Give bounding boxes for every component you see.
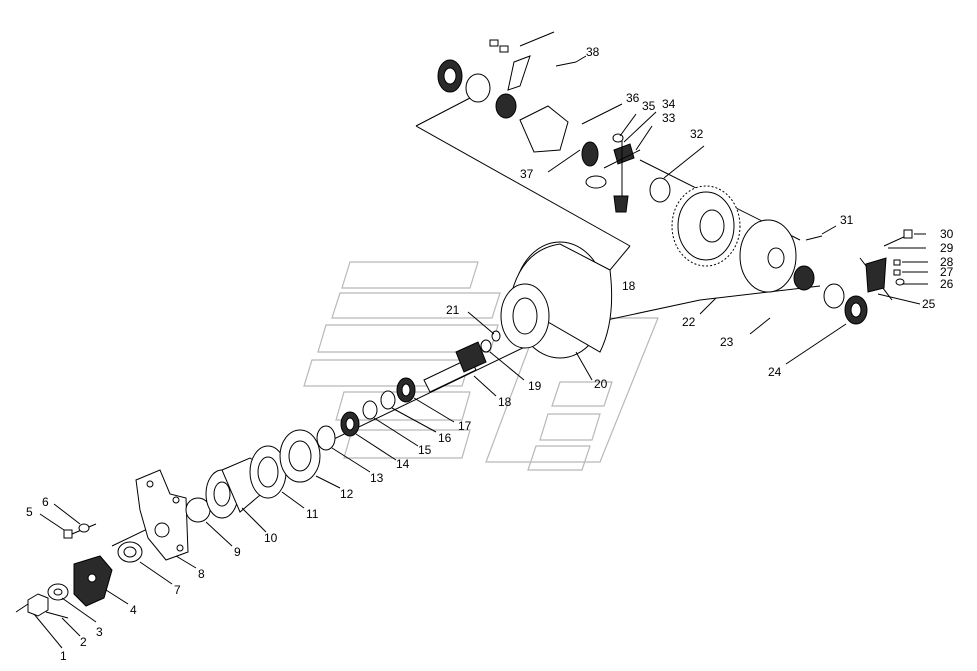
part-36-bolt <box>581 117 595 125</box>
part-16-ring <box>380 390 396 410</box>
callout-15: 15 <box>418 443 432 457</box>
callout-31: 31 <box>840 213 854 227</box>
callout-10: 10 <box>264 531 278 545</box>
callout-37: 37 <box>520 167 534 181</box>
callout-27: 27 <box>940 265 954 279</box>
part-15-spacer <box>362 400 378 420</box>
callout-6: 6 <box>42 495 49 509</box>
callout-14: 14 <box>396 457 410 471</box>
callout-2: 2 <box>80 635 87 649</box>
callout-7: 7 <box>174 583 181 597</box>
part-32-side-gear <box>649 177 671 203</box>
part-23-case <box>739 219 815 293</box>
callout-30: 30 <box>940 227 954 241</box>
callout-19: 19 <box>528 379 542 393</box>
part-14-bearing <box>340 411 360 437</box>
part-21-nut <box>491 330 501 342</box>
part-25-cap <box>865 257 887 293</box>
callout-23: 23 <box>720 335 734 349</box>
part-17-bearing <box>396 377 416 403</box>
part-27-lock <box>893 269 901 276</box>
callout-29: 29 <box>940 241 954 255</box>
part-28-pin <box>893 259 901 266</box>
part-1-nut <box>15 593 49 617</box>
callout-24: 24 <box>768 365 782 379</box>
callout-38: 38 <box>586 45 600 59</box>
callout-4: 4 <box>130 603 137 617</box>
part-20-carrier <box>500 241 613 359</box>
callout-35: 35 <box>642 99 656 113</box>
top-bearing-cap <box>437 31 555 119</box>
callout-12: 12 <box>340 487 354 501</box>
part-37-half-case <box>519 105 629 213</box>
callout-1: 1 <box>60 649 67 663</box>
callout-5: 5 <box>26 505 33 519</box>
callout-11: 11 <box>306 507 319 521</box>
callout-13: 13 <box>370 471 384 485</box>
part-2-pin <box>45 611 69 619</box>
callout-21: 21 <box>446 303 460 317</box>
callout-18-pinion: 18 <box>498 395 512 409</box>
callout-26: 26 <box>940 277 954 291</box>
callout-22: 22 <box>682 315 696 329</box>
part-19-washer <box>480 339 492 353</box>
callout-32: 32 <box>690 127 704 141</box>
part-35-washer <box>612 133 624 143</box>
leader-lines <box>33 55 928 649</box>
callout-labels: 1 2 3 4 5 6 7 8 9 10 11 12 13 14 15 16 1… <box>26 45 954 663</box>
callout-33: 33 <box>662 111 676 125</box>
callout-28: 28 <box>940 255 954 269</box>
part-8-bracket <box>135 469 189 561</box>
part-22-ring-gear <box>671 185 741 267</box>
part-12-shim <box>279 429 321 483</box>
part-31-bolt <box>805 235 823 241</box>
part-38-bolt <box>555 61 577 67</box>
callout-17: 17 <box>458 419 472 433</box>
callout-8: 8 <box>198 567 205 581</box>
part-11-gasket <box>249 445 287 499</box>
part-24-bearing <box>823 283 868 325</box>
callout-3: 3 <box>96 625 103 639</box>
part-6-washer <box>78 523 90 533</box>
callout-36: 36 <box>626 91 640 105</box>
part-18-pinion <box>423 341 487 393</box>
callout-20: 20 <box>594 377 608 391</box>
part-29-bolt <box>883 235 907 247</box>
part-4-flange <box>73 555 113 607</box>
part-30-bolt-head <box>903 229 913 239</box>
part-13-ring <box>316 425 336 451</box>
callout-9: 9 <box>234 545 241 559</box>
callout-18-carrier: 18 <box>622 279 636 293</box>
part-33-pinion <box>613 143 635 165</box>
callout-25: 25 <box>922 297 936 311</box>
callout-34: 34 <box>662 97 676 111</box>
callout-16: 16 <box>438 431 452 445</box>
